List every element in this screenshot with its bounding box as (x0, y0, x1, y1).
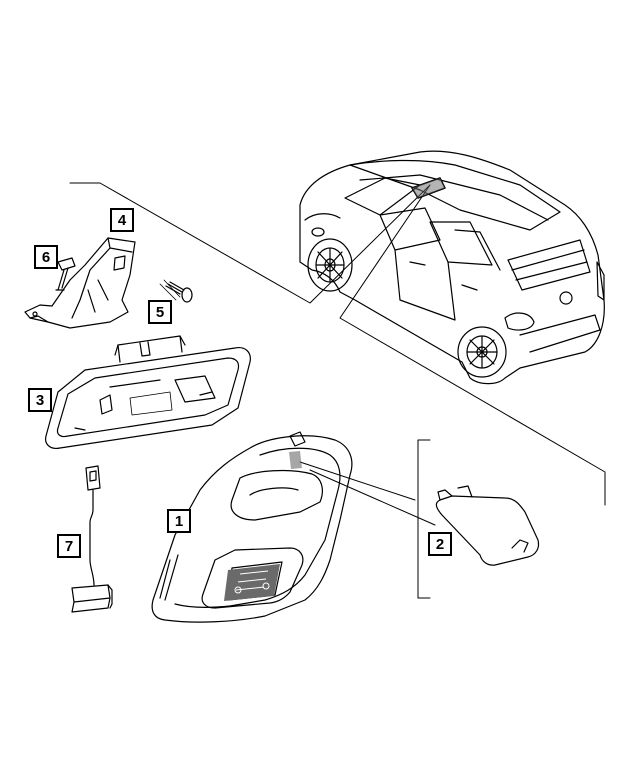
callout-part-5: 5 (148, 300, 172, 324)
frame-part-3 (45, 335, 251, 449)
callout-part-6: 6 (34, 245, 58, 269)
vehicle-illustration (299, 150, 605, 385)
callout-part-4: 4 (110, 208, 134, 232)
leader-lines (69, 182, 606, 599)
harness-part-7 (71, 465, 113, 613)
clip-part-6 (55, 257, 76, 291)
screw-part-5 (159, 279, 193, 303)
cover-part-2 (435, 485, 540, 566)
callout-part-3: 3 (28, 388, 52, 412)
callout-part-7: 7 (57, 534, 81, 558)
callout-part-1: 1 (167, 509, 191, 533)
console-shading (224, 178, 445, 601)
callout-part-2: 2 (428, 532, 452, 556)
bracket-part-4 (24, 237, 136, 329)
